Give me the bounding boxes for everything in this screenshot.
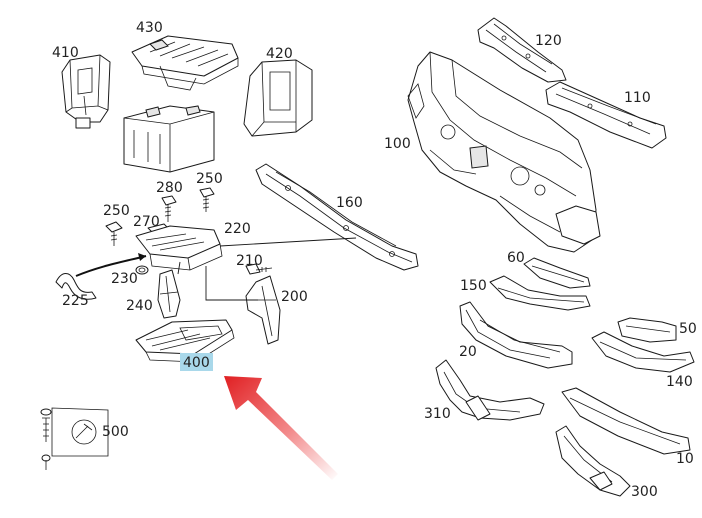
label-430: 430 bbox=[136, 20, 163, 36]
part-160-strut[interactable] bbox=[255, 163, 419, 271]
part-60-panel[interactable] bbox=[523, 257, 591, 289]
part-110-cowl[interactable] bbox=[545, 81, 667, 149]
label-230: 230 bbox=[111, 271, 138, 287]
label-60: 60 bbox=[507, 250, 525, 266]
label-100: 100 bbox=[384, 136, 411, 152]
label-500: 500 bbox=[102, 424, 129, 440]
label-10: 10 bbox=[676, 451, 694, 467]
part-150-rail[interactable] bbox=[489, 275, 591, 311]
part-225-hose[interactable] bbox=[55, 273, 97, 300]
part-50-bracket[interactable] bbox=[617, 317, 677, 343]
part-10-side-member[interactable] bbox=[561, 387, 691, 455]
part-430-battery-cover[interactable] bbox=[131, 35, 239, 91]
pointer-arrow bbox=[224, 376, 338, 480]
label-225: 225 bbox=[62, 293, 89, 309]
label-420: 420 bbox=[266, 46, 293, 62]
label-270: 270 bbox=[133, 214, 160, 230]
battery bbox=[123, 105, 215, 173]
part-310-wheelhouse[interactable] bbox=[435, 359, 545, 421]
assembly-lines bbox=[177, 237, 357, 301]
part-500-fastener-kit[interactable] bbox=[40, 407, 109, 470]
hose-routing-arrow bbox=[75, 253, 147, 277]
label-20: 20 bbox=[459, 344, 477, 360]
label-410: 410 bbox=[52, 45, 79, 61]
part-200-bracket[interactable] bbox=[245, 275, 281, 345]
part-250-bolt-upper[interactable] bbox=[199, 187, 215, 212]
label-250-upper: 250 bbox=[196, 171, 223, 187]
part-210-bolt[interactable] bbox=[245, 263, 273, 275]
part-400-lower-tray[interactable] bbox=[135, 319, 235, 363]
label-200: 200 bbox=[281, 289, 308, 305]
part-100-firewall[interactable] bbox=[407, 51, 601, 253]
part-120-cowl[interactable] bbox=[477, 17, 567, 83]
part-280-bolt[interactable] bbox=[161, 195, 177, 222]
label-150: 150 bbox=[460, 278, 487, 294]
part-20-inner-panel[interactable] bbox=[459, 301, 573, 369]
part-240-support[interactable] bbox=[157, 269, 181, 319]
label-400: 400 bbox=[183, 355, 210, 371]
label-120: 120 bbox=[535, 33, 562, 49]
part-140-member[interactable] bbox=[591, 331, 695, 373]
label-310: 310 bbox=[424, 406, 451, 422]
label-250-left: 250 bbox=[103, 203, 130, 219]
highlight-400 bbox=[180, 353, 213, 371]
part-410-bracket[interactable] bbox=[61, 54, 111, 129]
label-160: 160 bbox=[336, 195, 363, 211]
label-240: 240 bbox=[126, 298, 153, 314]
label-220: 220 bbox=[224, 221, 251, 237]
label-280: 280 bbox=[156, 180, 183, 196]
part-250-bolt-left[interactable] bbox=[105, 221, 123, 246]
label-50: 50 bbox=[679, 321, 697, 337]
label-210: 210 bbox=[236, 253, 263, 269]
label-110: 110 bbox=[624, 90, 651, 106]
part-300-lower-member[interactable] bbox=[555, 425, 631, 497]
label-140: 140 bbox=[666, 374, 693, 390]
part-420-cover[interactable] bbox=[243, 59, 313, 137]
label-300: 300 bbox=[631, 484, 658, 500]
part-220-tray[interactable] bbox=[135, 225, 223, 271]
part-230-grommet[interactable] bbox=[135, 265, 149, 275]
